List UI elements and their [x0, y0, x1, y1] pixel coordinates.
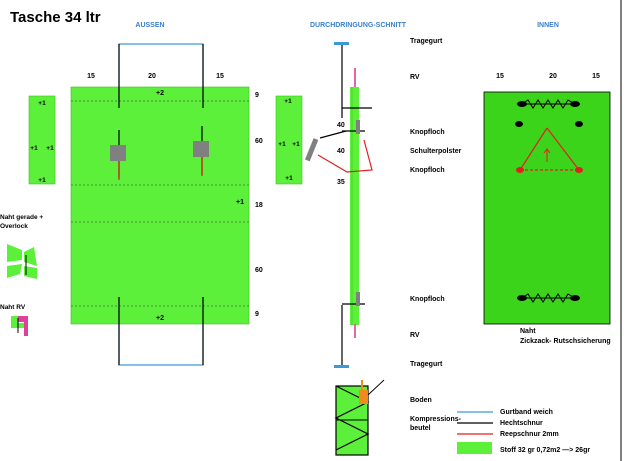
- cross-fabric-strip: [350, 87, 359, 325]
- aussen-dim-top-2: 20: [148, 73, 156, 80]
- side-panel-right-mid-l: +1: [278, 141, 286, 148]
- innen-dim-top-1: 15: [496, 73, 504, 80]
- side-panel-left-bottom: +1: [38, 177, 46, 184]
- cross-dim-35: 35: [337, 179, 345, 186]
- aussen-dim-side-1: 9: [255, 92, 259, 99]
- aussen-seam-right: +1: [236, 199, 244, 206]
- label-boden: Boden: [410, 397, 432, 404]
- kompressionsbeutel-cord: [367, 379, 385, 396]
- zipper-seam-icon: [11, 316, 28, 336]
- innen-cord-triangle: [516, 127, 583, 173]
- cross-buckle-top: [356, 120, 360, 134]
- legend-label-hechtschnur: Hechtschnur: [500, 420, 543, 427]
- cross-dim-40-mid: 40: [337, 148, 345, 155]
- label-tragegurt-bottom: Tragegurt: [410, 361, 443, 368]
- label-knopfloch-3: Knopfloch: [410, 296, 445, 303]
- section-innen-header: INNEN: [537, 22, 559, 29]
- innen-zigzag-seam-top: [517, 99, 580, 109]
- kompressionsbeutel-cap: [359, 390, 368, 404]
- cross-dim-40-top: 40: [337, 122, 345, 129]
- label-knopfloch-1: Knopfloch: [410, 129, 445, 136]
- innen-naht-label-2: Zickzack- Rutschsicherung: [520, 338, 611, 345]
- aussen-panel: [70, 86, 250, 325]
- label-kompressionsbeutel-2: beutel: [410, 425, 431, 432]
- side-panel-left-mid-l: +1: [30, 145, 38, 152]
- aussen-dim-top-3: 15: [216, 73, 224, 80]
- label-knopfloch-2: Knopfloch: [410, 167, 445, 174]
- side-panel-left-top: +1: [38, 100, 46, 107]
- page-title: Tasche 34 ltr: [10, 9, 101, 26]
- side-panel-right: [275, 95, 303, 185]
- note-naht-rv: Naht RV: [0, 304, 26, 311]
- buckle-left: [110, 145, 126, 161]
- buckle-right: [193, 141, 209, 157]
- innen-dim-top-3: 15: [592, 73, 600, 80]
- cross-shoulder-pad: [305, 138, 319, 162]
- section-aussen-header: AUSSEN: [135, 22, 164, 29]
- innen-button-left: [515, 121, 523, 127]
- innen-panel: [483, 91, 611, 325]
- side-panel-left-mid-r: +1: [46, 145, 54, 152]
- aussen-seam-top: +2: [156, 90, 164, 97]
- aussen-seam-bottom: +2: [156, 315, 164, 322]
- label-kompressionsbeutel-1: Kompressions-: [410, 416, 462, 423]
- innen-naht-label-1: Naht: [520, 328, 536, 335]
- section-durchdringung-header: DURCHDRINGUNG-SCHNITT: [310, 22, 407, 29]
- aussen-dim-side-2: 60: [255, 138, 263, 145]
- legend-label-reepschnur: Reepschnur 2mm: [500, 431, 559, 438]
- side-panel-right-bottom: +1: [285, 175, 293, 182]
- cross-red-cord: [317, 139, 373, 173]
- legend-label-gurtband: Gurtband weich: [500, 409, 553, 416]
- kompressionsbeutel-zigzag: [334, 385, 370, 451]
- legend-label-stoff: Stoff 32 gr 0,72m2 —> 26gr: [500, 447, 590, 454]
- side-panel-right-mid-r: +1: [292, 141, 300, 148]
- side-panel-left: [28, 95, 56, 185]
- cross-tragegurt-bottom-webbing: [334, 365, 349, 368]
- aussen-dim-side-4: 60: [255, 267, 263, 274]
- side-panel-right-top: +1: [284, 98, 292, 105]
- note-overlock: Overlock: [0, 223, 28, 230]
- aussen-dim-top-1: 15: [87, 73, 95, 80]
- innen-zigzag-seam-bottom: [517, 293, 580, 303]
- label-tragegurt-top: Tragegurt: [410, 38, 443, 45]
- cross-cord-shoulder: [319, 130, 347, 139]
- note-naht-gerade: Naht gerade +: [0, 214, 43, 221]
- label-rv-top: RV: [410, 74, 420, 81]
- aussen-dim-side-3: 18: [255, 202, 263, 209]
- cross-tragegurt-top-webbing: [334, 42, 349, 45]
- label-schulterpolster: Schulterpolster: [410, 148, 462, 155]
- cross-buckle-bottom: [356, 292, 360, 306]
- legend-swatch-stoff: [457, 442, 492, 454]
- aussen-dim-side-5: 9: [255, 311, 259, 318]
- legend: Gurtband weich Hechtschnur Reepschnur 2m…: [457, 409, 590, 454]
- overlock-seam-icon: [7, 244, 37, 279]
- innen-button-right: [575, 121, 583, 127]
- innen-dim-top-2: 20: [549, 73, 557, 80]
- label-rv-bottom: RV: [410, 332, 420, 339]
